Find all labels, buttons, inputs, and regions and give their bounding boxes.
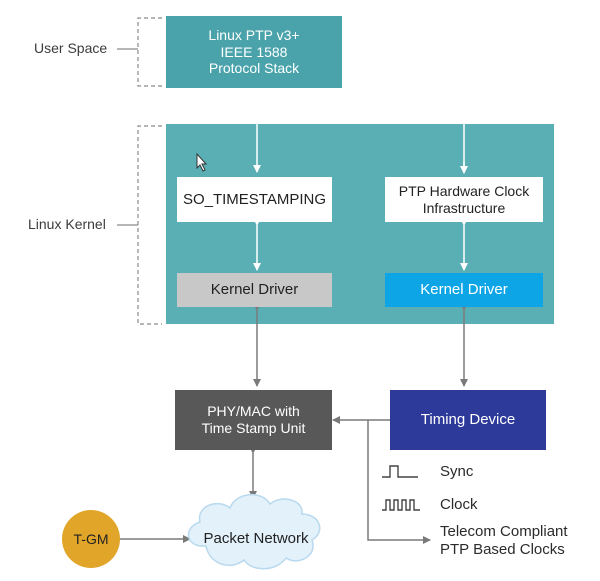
packet-network-label-box: Packet Network <box>196 526 316 552</box>
tgm-circle: T-GM <box>62 510 120 568</box>
timing-device-box: Timing Device <box>390 390 546 450</box>
timing-device-text: Timing Device <box>420 411 516 428</box>
packet-network-cloud <box>187 494 321 570</box>
ptp-hardware-clock-text: PTP Hardware Clock Infrastructure <box>398 182 530 216</box>
packet-network-text: Packet Network <box>203 530 309 547</box>
linux-kernel-bracket <box>137 125 162 325</box>
legend-clock: Clock <box>440 496 478 513</box>
linux-kernel-label: Linux Kernel <box>28 216 106 232</box>
protocol-stack-box: Linux PTP v3+ IEEE 1588 Protocol Stack <box>166 16 342 88</box>
kernel-driver-right-box: Kernel Driver <box>385 273 543 307</box>
legend-telecom: Telecom Compliant PTP Based Clocks <box>440 523 568 558</box>
arrow-stack-ptphw <box>346 48 465 172</box>
user-space-label: User Space <box>34 40 108 56</box>
mouse-cursor-icon <box>196 152 208 172</box>
protocol-stack-text: Linux PTP v3+ IEEE 1588 Protocol Stack <box>208 26 300 77</box>
legend-sync: Sync <box>440 463 474 480</box>
phy-mac-box: PHY/MAC with Time Stamp Unit <box>175 390 332 450</box>
user-space-bracket <box>137 17 162 87</box>
arrow-timing-telecom <box>367 420 431 544</box>
ptp-hardware-clock-box: PTP Hardware Clock Infrastructure <box>385 177 543 222</box>
phy-mac-text: PHY/MAC with Time Stamp Unit <box>201 403 306 436</box>
tgm-text: T-GM <box>73 530 109 547</box>
clock-waveform-icon <box>382 499 420 511</box>
kernel-driver-left-box: Kernel Driver <box>177 273 332 307</box>
so-timestamping-box: SO_TIMESTAMPING <box>177 177 332 222</box>
kernel-driver-left-text: Kernel Driver <box>210 281 299 298</box>
so-timestamping-text: SO_TIMESTAMPING <box>182 190 327 208</box>
kernel-driver-right-text: Kernel Driver <box>420 281 508 298</box>
sync-waveform-icon <box>382 465 418 478</box>
